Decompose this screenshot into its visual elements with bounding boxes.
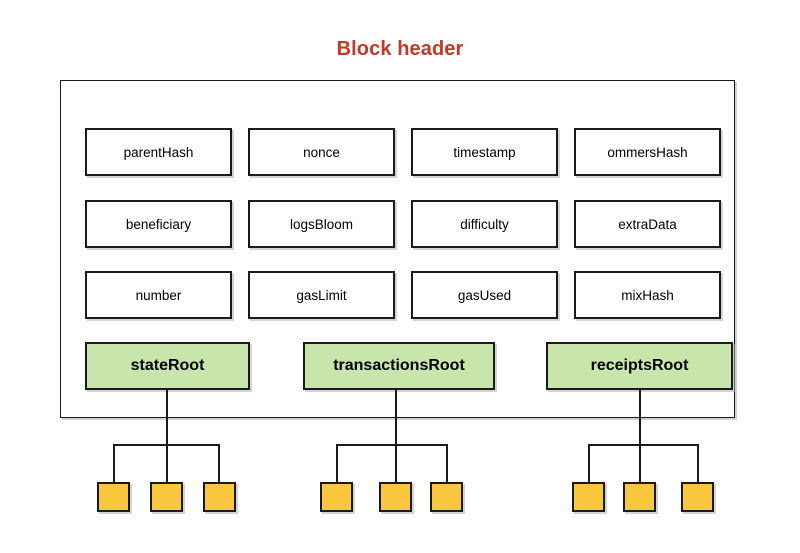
field-box-parenthash[interactable]: parentHash [85, 128, 232, 176]
field-box-gasused[interactable]: gasUsed [411, 271, 558, 319]
leaf-box-stateroot-1[interactable] [97, 482, 130, 512]
leaf-box-receiptsroot-3[interactable] [681, 482, 714, 512]
connector-drop-receiptsroot-1 [588, 444, 590, 483]
root-box-receiptsroot[interactable]: receiptsRoot [546, 342, 733, 390]
field-box-nonce[interactable]: nonce [248, 128, 395, 176]
connector-drop-stateroot-2 [166, 444, 168, 483]
connector-stem-receiptsroot [639, 390, 641, 445]
leaf-box-stateroot-3[interactable] [203, 482, 236, 512]
field-box-mixhash[interactable]: mixHash [574, 271, 721, 319]
connector-drop-stateroot-3 [218, 444, 220, 483]
field-box-gaslimit[interactable]: gasLimit [248, 271, 395, 319]
connector-drop-receiptsroot-3 [697, 444, 699, 483]
connector-drop-transactionsroot-2 [395, 444, 397, 483]
field-box-timestamp[interactable]: timestamp [411, 128, 558, 176]
page-title: Block header [336, 38, 464, 60]
leaf-box-receiptsroot-2[interactable] [623, 482, 656, 512]
root-box-stateroot[interactable]: stateRoot [85, 342, 250, 390]
connector-drop-stateroot-1 [113, 444, 115, 483]
field-box-logsbloom[interactable]: logsBloom [248, 200, 395, 248]
field-box-number[interactable]: number [85, 271, 232, 319]
leaf-box-transactionsroot-1[interactable] [320, 482, 353, 512]
field-box-ommershash[interactable]: ommersHash [574, 128, 721, 176]
root-box-transactionsroot[interactable]: transactionsRoot [303, 342, 495, 390]
connector-bar-transactionsroot [336, 444, 448, 446]
leaf-box-transactionsroot-2[interactable] [379, 482, 412, 512]
leaf-box-stateroot-2[interactable] [150, 482, 183, 512]
field-box-difficulty[interactable]: difficulty [411, 200, 558, 248]
leaf-box-transactionsroot-3[interactable] [430, 482, 463, 512]
connector-bar-receiptsroot [588, 444, 699, 446]
connector-drop-transactionsroot-3 [446, 444, 448, 483]
leaf-box-receiptsroot-1[interactable] [572, 482, 605, 512]
connector-stem-stateroot [166, 390, 168, 445]
field-box-beneficiary[interactable]: beneficiary [85, 200, 232, 248]
connector-stem-transactionsroot [395, 390, 397, 445]
connector-drop-receiptsroot-2 [639, 444, 641, 483]
field-box-extradata[interactable]: extraData [574, 200, 721, 248]
connector-drop-transactionsroot-1 [336, 444, 338, 483]
